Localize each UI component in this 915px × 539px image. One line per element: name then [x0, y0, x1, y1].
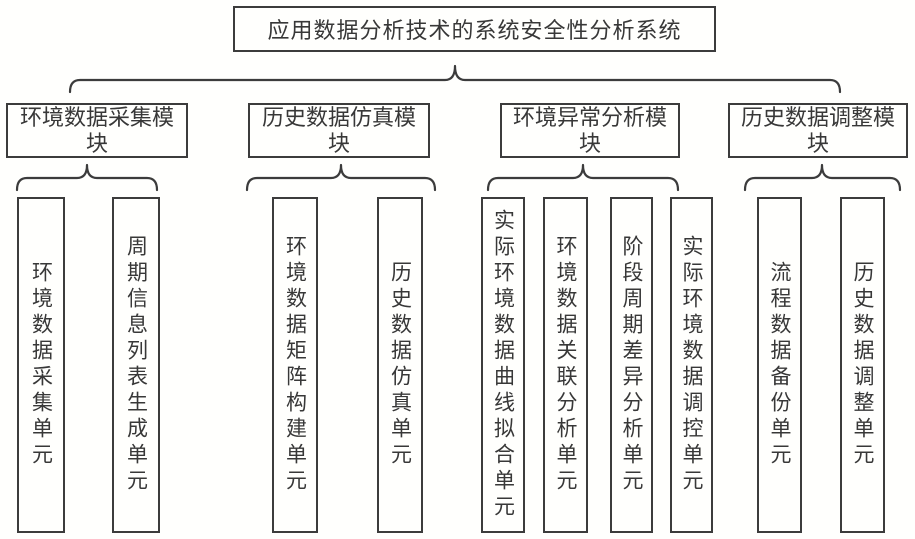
unit-box-env-data-matrix-construction: 环境数据矩阵构建单元: [272, 197, 318, 533]
unit-box-history-data-simulation: 历史数据仿真单元: [377, 197, 423, 533]
module-box-env-data-collection: 环境数据采集模块: [6, 103, 188, 158]
unit-box-env-data-correlation-analysis: 环境数据关联分析单元: [543, 197, 588, 533]
unit-box-actual-env-data-curve-fitting: 实际环境数据曲线拟合单元: [481, 197, 525, 533]
module-4-brace: [743, 163, 902, 192]
unit-box-process-data-backup: 流程数据备份单元: [757, 197, 802, 533]
module-3-brace: [486, 163, 680, 192]
module-box-env-anomaly-analysis: 环境异常分析模块: [500, 103, 680, 158]
module-box-history-data-simulation: 历史数据仿真模块: [248, 103, 430, 158]
top-brace: [68, 64, 842, 94]
unit-box-stage-period-difference-analysis: 阶段周期差异分析单元: [610, 197, 653, 533]
unit-box-env-data-collection: 环境数据采集单元: [17, 197, 65, 533]
module-1-brace: [15, 163, 159, 192]
module-box-history-data-adjustment: 历史数据调整模块: [728, 103, 908, 158]
unit-box-actual-env-data-regulation: 实际环境数据调控单元: [670, 197, 713, 533]
module-2-brace: [245, 163, 437, 192]
system-title-box: 应用数据分析技术的系统安全性分析系统: [233, 6, 716, 52]
unit-box-period-info-list-generation: 周期信息列表生成单元: [112, 197, 160, 533]
unit-box-history-data-adjustment: 历史数据调整单元: [840, 197, 885, 533]
